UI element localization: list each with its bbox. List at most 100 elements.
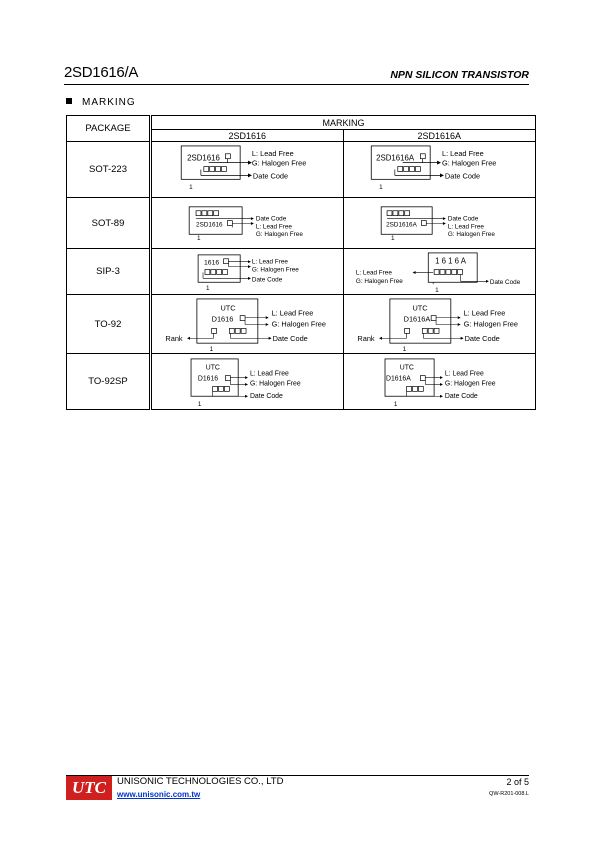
marking-code: 2SD1616A: [386, 221, 418, 228]
brand-text: UTC: [206, 365, 220, 372]
label-halogen-free: G: Halogen Free: [447, 231, 494, 238]
package-name: SIP-3: [66, 248, 151, 295]
label-lead-free: L: Lead Free: [250, 371, 289, 378]
marking-table: PACKAGE MARKING 2SD1616 2SD1616A SOT-223…: [66, 115, 536, 410]
marking-diagram: UTC D1616 L: Lead Free G: Halogen Free D…: [190, 358, 301, 408]
pin-number: 1: [210, 346, 214, 353]
marking-cell: 2SD1616 L: Lead Free G: Halogen Free Dat…: [149, 141, 344, 198]
label-date-code: Date Code: [489, 279, 520, 286]
pin-number: 1: [402, 346, 406, 353]
label-rank: Rank: [165, 334, 183, 343]
section-heading: MARKING: [66, 97, 136, 108]
date-code-box: [209, 166, 215, 172]
date-code-box: [203, 166, 210, 172]
pin-number: 1: [189, 184, 193, 191]
marking-code: D1616A: [385, 376, 410, 383]
marking-code: D1616: [212, 315, 234, 324]
pin-number: 1: [390, 235, 394, 242]
part-number: 2SD1616/A: [64, 64, 139, 81]
marking-code: 1 6 1 6 A: [435, 257, 467, 266]
label-lead-free: L: Lead Free: [272, 309, 314, 318]
marking-code: 2SD1616: [196, 221, 223, 228]
label-date-code: Date Code: [444, 393, 477, 400]
marking-diagram: 2SD1616 L: Lead Free G: Halogen Free Dat…: [180, 145, 306, 191]
square-bullet-icon: [66, 98, 72, 104]
col-header-2sd1616a: 2SD1616A: [342, 129, 536, 142]
table-row: TO-92 UTC D1616: [66, 294, 536, 354]
brand-text: UTC: [412, 304, 428, 313]
pin-number: 1: [198, 401, 202, 408]
label-halogen-free: G: Halogen Free: [463, 319, 517, 328]
label-lead-free: L: Lead Free: [355, 269, 391, 276]
utc-logo: UTC: [66, 776, 112, 800]
marking-diagram: UTC D1616 L: Lead Free G: Haloge: [165, 298, 326, 353]
marking-code: 1616: [204, 260, 219, 267]
package-name: SOT-89: [66, 197, 151, 249]
label-lead-free: L: Lead Free: [447, 223, 484, 230]
footer-rule: [66, 775, 529, 776]
label-halogen-free: G: Halogen Free: [252, 267, 299, 274]
package-header: PACKAGE: [66, 115, 151, 142]
marking-header: MARKING: [149, 115, 536, 130]
brand-text: UTC: [399, 365, 413, 372]
marking-diagram: UTC D1616A L: Lead Free G: Halogen Free …: [384, 358, 495, 408]
label-lead-free: L: Lead Free: [252, 149, 294, 158]
package-name: TO-92: [66, 294, 151, 354]
brand-text: UTC: [220, 304, 236, 313]
marking-cell: UTC D1616A L: Lead Free G: Halog: [342, 294, 536, 354]
label-lead-free: L: Lead Free: [444, 371, 483, 378]
label-date-code: Date Code: [250, 393, 283, 400]
lead-free-box: [225, 153, 231, 160]
marking-cell: 1 6 1 6 A L: Lead Free G: Halogen Free D…: [342, 248, 536, 295]
label-date-code: Date Code: [447, 216, 478, 223]
marking-cell: 1616 L: Lead Free G: Halogen Free Date C…: [149, 248, 344, 295]
marking-code: D1616: [198, 376, 218, 383]
label-halogen-free: G: Halogen Free: [272, 319, 326, 328]
marking-cell: 2SD1616A Date Code L: Lead Free G: Halog…: [342, 197, 536, 249]
label-date-code: Date Code: [273, 334, 308, 343]
table-row: SOT-89 2SD1616 Date Code L: Lead Free G:…: [66, 197, 536, 249]
label-halogen-free: G: Halogen Free: [441, 159, 495, 168]
marking-cell: 2SD1616 Date Code L: Lead Free G: Haloge…: [149, 197, 344, 249]
label-date-code: Date Code: [444, 171, 479, 180]
label-lead-free: L: Lead Free: [252, 259, 288, 266]
table-row: SIP-3 1616 L: Lead Free G: Halogen Fre: [66, 248, 536, 295]
package-name: SOT-223: [66, 141, 151, 198]
document-id: QW-R201-008.L: [489, 791, 529, 797]
section-title: MARKING: [82, 97, 136, 108]
label-halogen-free: G: Halogen Free: [252, 159, 306, 168]
company-name: UNISONIC TECHNOLOGIES CO., LTD: [117, 776, 284, 787]
pin-number: 1: [435, 287, 439, 294]
marking-cell: 2SD1616A L: Lead Free G: Halogen Free Da…: [342, 141, 536, 198]
marking-diagram: 2SD1616A L: Lead Free G: Halogen Free Da…: [370, 145, 496, 191]
marking-diagram: 2SD1616 Date Code L: Lead Free G: Haloge…: [188, 206, 303, 242]
label-halogen-free: G: Halogen Free: [444, 380, 495, 387]
pin-number: 1: [379, 184, 383, 191]
table-row: TO-92SP UTC D1616 L: Lead Free G: Halog: [66, 353, 536, 410]
label-halogen-free: G: Halogen Free: [250, 380, 301, 387]
date-code-box: [221, 166, 227, 172]
date-code-box: [215, 166, 221, 172]
header-rule: [64, 84, 529, 85]
label-lead-free: L: Lead Free: [463, 309, 505, 318]
marking-cell: UTC D1616 L: Lead Free G: Halogen Free D…: [149, 353, 344, 410]
label-halogen-free: G: Halogen Free: [256, 231, 303, 238]
pin-number: 1: [206, 285, 210, 292]
website-link[interactable]: www.unisonic.com.tw: [117, 790, 201, 799]
marking-diagram: 1616 L: Lead Free G: Halogen Free Date C…: [197, 254, 299, 292]
col-header-2sd1616: 2SD1616: [149, 129, 344, 142]
pin-number: 1: [197, 235, 201, 242]
label-date-code: Date Code: [256, 216, 287, 223]
marking-cell: UTC D1616A L: Lead Free G: Halogen Free …: [342, 353, 536, 410]
page-number: 2 of 5: [506, 777, 529, 787]
marking-code: 2SD1616A: [376, 154, 415, 163]
device-type: NPN SILICON TRANSISTOR: [390, 69, 529, 81]
label-lead-free: L: Lead Free: [441, 149, 483, 158]
label-date-code: Date Code: [464, 334, 499, 343]
label-halogen-free: G: Halogen Free: [355, 278, 402, 285]
marking-diagram: 1 6 1 6 A L: Lead Free G: Halogen Free D…: [355, 252, 520, 294]
label-date-code: Date Code: [253, 171, 288, 180]
marking-cell: UTC D1616 L: Lead Free G: Haloge: [149, 294, 344, 354]
marking-code: 2SD1616: [187, 154, 220, 163]
label-lead-free: L: Lead Free: [256, 223, 293, 230]
